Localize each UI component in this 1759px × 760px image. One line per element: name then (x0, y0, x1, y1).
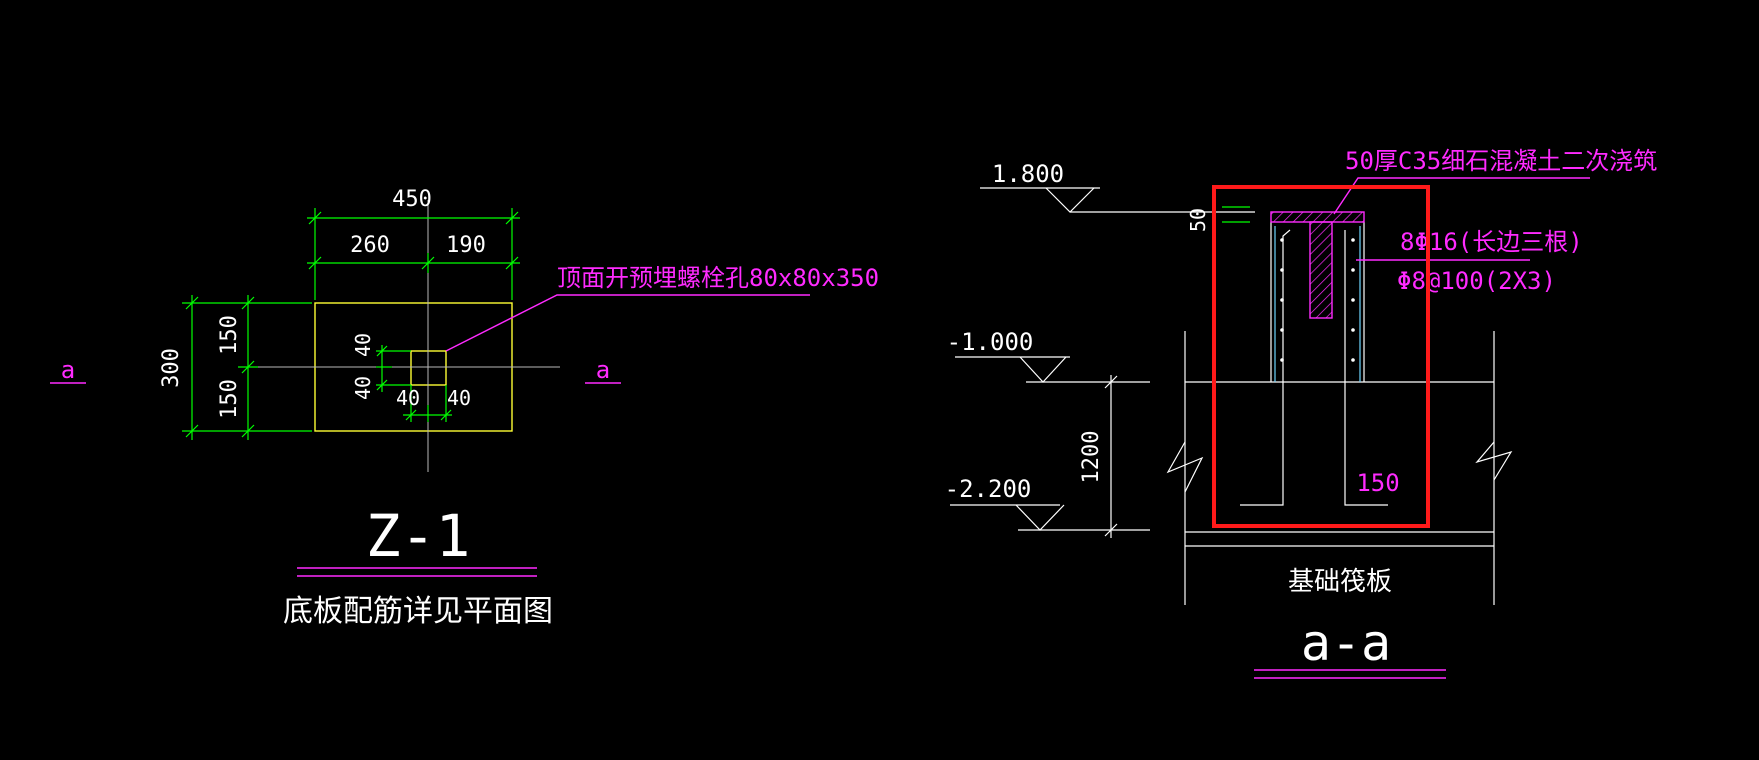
dim-width-split: 260 190 (307, 233, 520, 273)
break-symbol-right (1475, 441, 1513, 481)
bolt-hole (1309, 221, 1333, 319)
plan-title: Z-1 (366, 502, 471, 570)
inner-bar-right (1344, 230, 1388, 506)
dim-depth-label: 1200 (1079, 431, 1104, 484)
dim-upper-label: 150 (217, 315, 242, 355)
grout-note-text: 50厚C35细石混凝土二次浇筑 (1345, 147, 1657, 175)
grout-layer (1270, 211, 1365, 223)
hole-note-leader: 顶面开预埋螺栓孔80x80x350 (445, 264, 879, 352)
section-mark-right: a (585, 356, 621, 384)
dim-hole-v2-label: 40 (351, 376, 375, 400)
dim-depth: 1200 (1079, 375, 1118, 538)
dim-hole-h2-label: 40 (447, 386, 471, 410)
section-mark-left: a (50, 356, 86, 384)
dim-overall-height-label: 300 (159, 348, 184, 388)
hole-note-text: 顶面开预埋螺栓孔80x80x350 (557, 264, 879, 292)
dim-anchor-label: 150 (1356, 469, 1399, 497)
inner-bar-left (1240, 229, 1291, 506)
dim-overall-height: 300 (159, 295, 312, 440)
elevation-marker-top: 1.800 (980, 160, 1255, 213)
elevation-mid-label: -1.000 (947, 328, 1034, 356)
dim-hole-h1-label: 40 (396, 386, 420, 410)
elevation-top-label: 1.800 (992, 160, 1064, 188)
rebar-main-text: 8Φ16(长边三根) (1400, 228, 1583, 256)
elevation-marker-bottom: -2.200 (945, 475, 1150, 531)
dim-hole-horizontal: 40 40 (396, 385, 471, 422)
pedestal: 150 (1240, 211, 1400, 506)
section-a-a: 1.800 -1.000 -2.200 1200 (945, 147, 1657, 679)
dim-height-split: 150 150 (217, 295, 258, 440)
dim-lower-label: 150 (217, 379, 242, 419)
dim-right-label: 190 (446, 233, 486, 258)
break-symbol-left (1166, 441, 1204, 493)
rebar-stirrup-text: Φ8@100(2X3) (1397, 267, 1556, 295)
grout-note: 50厚C35细石混凝土二次浇筑 (1333, 147, 1657, 215)
dim-overall-width: 450 (307, 187, 520, 300)
plan-subtitle: 底板配筋详见平面图 (283, 594, 553, 629)
foundation-outline (1166, 331, 1513, 605)
dim-hole-vertical: 40 40 (351, 333, 411, 400)
elevation-bottom-label: -2.200 (945, 475, 1032, 503)
highlight-box (1212, 185, 1430, 528)
column-base-plan: 450 260 190 300 150 (50, 187, 879, 629)
dim-grout-label: 50 (1186, 208, 1210, 232)
rebar-note: 8Φ16(长边三根) Φ8@100(2X3) (1356, 228, 1583, 295)
section-mark-right-label: a (596, 356, 610, 384)
dim-overall-width-label: 450 (392, 187, 432, 212)
raft-label: 基础筏板 (1288, 567, 1392, 597)
section-mark-left-label: a (61, 356, 75, 384)
dim-hole-v1-label: 40 (351, 333, 375, 357)
dim-grout: 50 (1186, 206, 1250, 232)
dim-left-label: 260 (350, 233, 390, 258)
elevation-marker-mid: -1.000 (947, 328, 1150, 383)
section-title: a-a (1301, 614, 1391, 672)
